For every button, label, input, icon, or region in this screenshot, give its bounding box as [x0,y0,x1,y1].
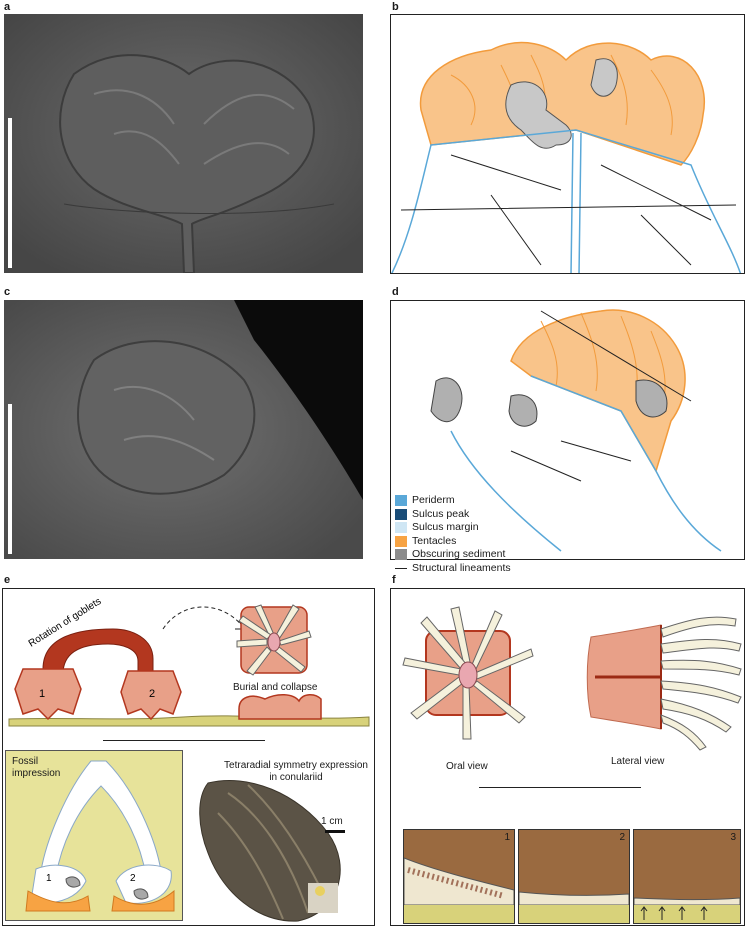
goblet-1-label: 1 [39,688,45,700]
legend-swatch-sulcus-margin [395,522,407,534]
conulariid-photo [199,779,341,922]
legend-label: Obscuring sediment [412,548,506,560]
burial-label: Burial and collapse [233,682,318,693]
tracing-b [390,14,745,274]
tracing-b-drawing [391,41,742,273]
panel-label-c: c [4,286,11,298]
fossil-impression-drawing: 1 2 [25,760,175,912]
fossil-photo-a [4,14,363,273]
fossil-photo-a-drawing [4,14,363,273]
stage-2-drawing [518,891,630,923]
fossil-2-label: 2 [130,873,136,884]
fossil-title-line2: impression [12,768,61,779]
legend-item-sulcus-margin: Sulcus margin [395,521,511,535]
legend-item-tentacles: Tentacles [395,535,511,549]
scale-bar-e [103,740,265,741]
tracing-d-drawing [430,309,722,552]
legend-label: Structural lineaments [412,561,511,574]
goblet-1-shape [14,668,82,721]
legend-label: Tentacles [412,534,457,547]
legend-item-obscuring-sediment: Obscuring sediment [395,548,511,562]
legend-item-sulcus-peak: Sulcus peak [395,508,511,522]
fossil-photo-c [4,300,363,559]
panel-label-a: a [4,1,11,13]
oral-lateral-views [402,606,742,751]
scale-bar-a [8,118,12,268]
fossil-1-label: 1 [46,873,52,884]
rotation-diagram: 1 2 Rotation of goblets [8,596,370,727]
stage-2-number: 2 [619,832,625,843]
legend-swatch-sulcus-peak [395,508,407,520]
legend: Periderm Sulcus peak Sulcus margin Tenta… [395,494,511,575]
goblet-2-shape [120,670,182,721]
legend-line-structural-lineaments [395,567,407,569]
tracing-d [390,300,745,560]
fossil-title-line1: Fossil [12,756,39,767]
legend-item-structural-lineaments: Structural lineaments [395,562,511,576]
fossil-impression-title: Fossil impression [12,756,60,780]
burial-stage-3: 3 [633,829,741,924]
panel-e-frame: 1 2 Rotation of goblets Burial and colla… [2,588,375,926]
burial-stage-1: 1 [403,829,515,924]
stage-3-number: 3 [730,832,736,843]
scale-label-1cm: 1 cm [321,816,343,827]
tetra-caption: Tetraradial symmetry expression in conul… [224,760,368,783]
lateral-view-label: Lateral view [611,756,665,767]
legend-label: Sulcus peak [412,507,470,520]
burial-stage-2: 2 [518,829,630,924]
legend-label: Periderm [412,494,455,506]
legend-swatch-tentacles [395,535,407,547]
stage-3-drawing [633,897,741,923]
goblet-2-label: 2 [149,688,155,700]
fossil-impression-inset: Fossil impression 1 2 [5,750,183,921]
legend-label: Sulcus margin [412,521,479,533]
stage-1-number: 1 [504,832,510,843]
panel-label-d: d [392,286,399,298]
panel-label-e: e [4,574,11,586]
oral-view-label: Oral view [446,761,488,772]
fossil-photo-c-drawing [4,300,363,559]
panel-f-frame: Oral view Lateral view 1 2 3 [390,588,745,926]
scale-bar-f [479,787,641,788]
panel-label-b: b [392,1,399,13]
scale-bar-c [8,404,12,554]
scale-bar-1cm [325,830,345,833]
panel-label-f: f [392,574,396,586]
stage-1-drawing [403,857,515,923]
legend-item-periderm: Periderm [395,494,511,508]
legend-swatch-obscuring-sediment [395,549,407,561]
legend-swatch-periderm [395,495,407,507]
